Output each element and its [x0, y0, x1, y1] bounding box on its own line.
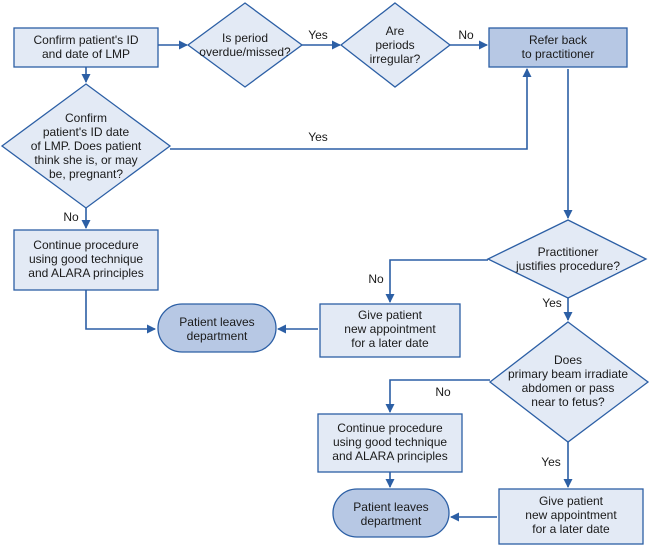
- node-line: periods: [375, 38, 414, 52]
- edges: [81, 40, 573, 522]
- process-box: [319, 303, 461, 358]
- label-beam-no: No: [435, 385, 451, 399]
- node-line: using good technique: [333, 435, 447, 449]
- node-line: and ALARA principles: [332, 449, 447, 463]
- node-line: primary beam irradiate: [508, 367, 628, 381]
- label-pregnant-yes: Yes: [308, 130, 328, 144]
- node-line: of LMP. Does patient: [31, 139, 142, 153]
- node-line: new appointment: [525, 508, 617, 522]
- node-line: Confirm: [65, 111, 107, 125]
- node-line: patient's ID date: [43, 125, 130, 139]
- process-box: [13, 27, 159, 68]
- node-line: Practitioner: [538, 245, 599, 259]
- node-line: and ALARA principles: [28, 266, 143, 280]
- label-pregnant-no: No: [63, 210, 79, 224]
- edge-pregnant-to-refer: [170, 68, 532, 150]
- decision-diamond: [488, 321, 650, 443]
- node-line: using good technique: [29, 252, 143, 266]
- node-line: abdomen or pass: [522, 381, 615, 395]
- decision-diamond: [486, 219, 648, 299]
- node-line: justifies procedure?: [515, 259, 620, 273]
- label-justifies-no: No: [368, 272, 384, 286]
- node-line: Does: [554, 353, 582, 367]
- edge-continue-to-leaves: [85, 290, 156, 334]
- edge-labels: Yes No Yes No No Yes No Yes: [63, 28, 561, 469]
- node-line: Patient leaves: [179, 315, 254, 329]
- node-line: Patient leaves: [353, 500, 428, 514]
- node-line: Refer back: [529, 33, 588, 47]
- node-line: department: [187, 329, 248, 343]
- node-line: to practitioner: [522, 47, 595, 61]
- process-box: [488, 27, 628, 68]
- node-line: think she is, or may: [34, 153, 137, 167]
- node-line: Give patient: [358, 308, 423, 322]
- node-line: new appointment: [344, 322, 436, 336]
- process-box: [498, 488, 644, 545]
- edge-beam-no: [385, 379, 490, 413]
- node-line: Confirm patient's ID: [34, 33, 139, 47]
- node-line: department: [361, 514, 422, 528]
- node-line: irregular?: [370, 52, 421, 66]
- node-line: Continue procedure: [337, 421, 443, 435]
- decision-diamond: [186, 2, 304, 88]
- node-line: near to fetus?: [531, 395, 605, 409]
- node-line: Are: [386, 24, 405, 38]
- decision-diamond: [0, 83, 172, 209]
- node-line: Continue procedure: [33, 238, 139, 252]
- label-beam-yes: Yes: [541, 455, 561, 469]
- node-line: for a later date: [532, 522, 610, 536]
- node-line: Is period: [222, 31, 268, 45]
- node-line: be, pregnant?: [49, 167, 123, 181]
- decision-diamond: [339, 2, 452, 88]
- label-overdue-yes: Yes: [308, 28, 328, 42]
- node-line: for a later date: [351, 336, 429, 350]
- node-line: and date of LMP: [42, 47, 130, 61]
- label-justifies-yes: Yes: [542, 296, 562, 310]
- process-box: [317, 413, 463, 473]
- terminal-pill: [157, 303, 277, 353]
- node-line: Give patient: [539, 494, 604, 508]
- node-line: overdue/missed?: [199, 45, 291, 59]
- process-box: [13, 229, 159, 291]
- terminal-pill: [332, 488, 450, 538]
- edge-justifies-no: [385, 259, 488, 303]
- label-irregular-no: No: [458, 28, 474, 42]
